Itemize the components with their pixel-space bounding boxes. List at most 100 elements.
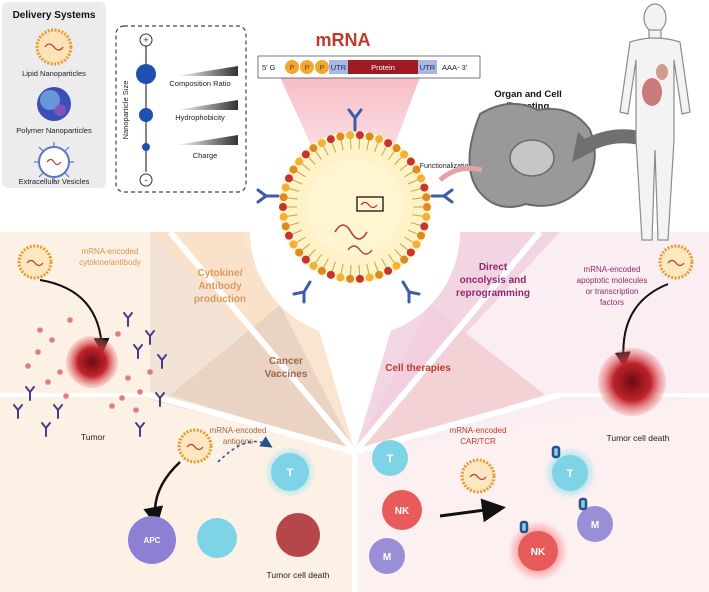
lipid-head <box>301 255 310 264</box>
size-large-sphere <box>136 64 156 84</box>
lipid-head <box>326 270 335 279</box>
left-caption-1: mRNA-encoded <box>82 247 139 256</box>
lipid-head <box>355 274 364 283</box>
lipid-head <box>417 231 426 240</box>
size-small-sphere <box>142 143 150 151</box>
lipid-head <box>295 248 304 257</box>
lipid-head <box>420 222 429 231</box>
mrna-utr3 <box>418 60 437 74</box>
size-panel: + - Nanoparticle Size Composition Ratio … <box>115 25 247 193</box>
vaccine-panel: mRNA-encoded antigens APC T Tumor cell d… <box>128 426 330 580</box>
apc-label: APC <box>144 536 161 545</box>
cell-nk-before <box>382 490 422 530</box>
lipid-head <box>279 203 287 211</box>
lipid-head <box>384 139 393 148</box>
left-panel: mRNA-encoded cytokine/antibody Tumor <box>13 244 167 442</box>
right-panel: mRNA-encoded apoptotic molecules or tran… <box>577 244 694 443</box>
secreted-cytokine-dot <box>49 337 55 343</box>
lipid-head <box>412 240 421 249</box>
lipid-head <box>365 132 374 141</box>
size-medium-sphere <box>139 108 153 122</box>
antibody-icon <box>53 404 63 419</box>
vaccine-lnp-icon <box>177 428 213 464</box>
vaccine-t-label: T <box>287 467 294 479</box>
targeting-title-1: Organ and Cell <box>494 89 562 100</box>
mrna-5prime: 5' G <box>262 63 276 72</box>
vaccine-tumor <box>276 513 320 557</box>
delivery-item-lnp: Lipid Nanoparticles <box>22 69 86 78</box>
lipid-head <box>422 193 431 202</box>
cell-caption-2: CAR/TCR <box>460 437 496 446</box>
lipid-head <box>326 135 335 144</box>
mrna-cap-1-label: P <box>289 63 294 72</box>
right-lnp-icon <box>658 244 694 280</box>
human-figure-icon <box>619 3 691 241</box>
lnp-mrna-box <box>356 196 384 212</box>
vaccine-arrow <box>143 461 181 527</box>
antibody-icon <box>155 392 165 407</box>
right-caption-2: apoptotic molecules <box>577 276 648 285</box>
sector-cytokine-label-2: Antibody <box>198 281 242 292</box>
lipid-head <box>284 174 293 183</box>
lipid-nanoparticle-icon <box>35 28 73 66</box>
secreted-cytokine-dot <box>35 349 41 355</box>
antibody-icon <box>133 344 143 359</box>
lipid-head <box>309 261 318 270</box>
cell-t-before <box>372 440 408 476</box>
secreted-cytokine-dot <box>57 369 63 375</box>
right-caption-4: factors <box>600 298 624 307</box>
secreted-cytokine-dot <box>67 317 73 323</box>
cell-nk-before-label: NK <box>395 506 410 517</box>
right-dying-tumor <box>598 348 666 416</box>
secreted-cytokine-dot <box>133 407 139 413</box>
targeting-arrow <box>582 129 642 153</box>
lipid-head <box>317 139 326 148</box>
lipid-head <box>400 150 409 159</box>
lipid-head <box>279 193 288 202</box>
cell-m-before-label: M <box>383 552 391 563</box>
mrna-cap-2 <box>300 60 314 74</box>
lnp-mrna-1 <box>334 224 368 240</box>
sector-vaccines-label-1: Cancer <box>269 356 303 367</box>
right-caption-1: mRNA-encoded <box>584 265 641 274</box>
left-caption-2: cytokine/antibody <box>79 258 141 267</box>
lipid-head <box>400 255 409 264</box>
apc-cell <box>128 516 176 564</box>
cell-arrow <box>439 498 506 523</box>
polymer-nanoparticle-icon <box>37 87 71 121</box>
lipid-head <box>317 266 326 275</box>
mrna-cap-3 <box>315 60 329 74</box>
left-tumor-label: Tumor <box>81 432 105 442</box>
delivery-systems-panel: Delivery Systems Lipid Nanoparticles Pol… <box>2 2 106 188</box>
cell-panel: mRNA-encoded CAR/TCR T NK M T NK M <box>369 426 613 581</box>
functionalization-label: Functionalization <box>420 163 473 170</box>
lnp-antibodies <box>256 108 454 304</box>
secreted-cytokine-dot <box>119 395 125 401</box>
functionalization-ligand <box>438 165 483 182</box>
mrna-cap-3-label: P <box>319 63 324 72</box>
lipid-head <box>375 270 384 279</box>
lipid-head <box>289 240 298 249</box>
lipid-head <box>406 157 415 166</box>
lipid-head <box>423 203 431 211</box>
left-secreted-dots <box>25 317 153 413</box>
secreted-cytokine-dot <box>125 375 131 381</box>
lipid-head <box>375 135 384 144</box>
size-axis-label: Nanoparticle Size <box>121 81 130 140</box>
lipid-head <box>281 183 290 192</box>
sector-cell-therapies-label: Cell therapies <box>385 363 451 374</box>
lipid-head <box>295 157 304 166</box>
sector-cell <box>355 305 545 452</box>
lipid-head <box>406 248 415 257</box>
antibody-icon <box>13 404 23 419</box>
secreted-cytokine-dot <box>45 379 51 385</box>
lipid-head <box>279 212 288 221</box>
mrna-cap-1 <box>285 60 299 74</box>
delivery-item-polymer: Polymer Nanoparticles <box>16 126 92 135</box>
factor-composition: Composition Ratio <box>169 79 230 88</box>
lipid-head <box>309 144 318 153</box>
lipid-head <box>301 150 310 159</box>
car-receptors <box>519 445 588 534</box>
lipid-head <box>392 144 401 153</box>
